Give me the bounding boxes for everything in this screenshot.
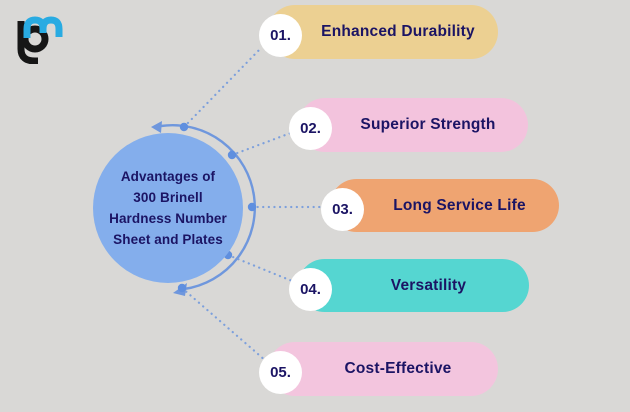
advantage-pill-3: 03. Long Service Life bbox=[321, 179, 559, 232]
advantage-label-4: Versatility bbox=[390, 276, 467, 294]
advantage-number-2: 02. bbox=[289, 107, 332, 150]
advantage-label-3: Long Service Life bbox=[393, 196, 526, 214]
hub-title-line4: Sheet and Plates bbox=[113, 232, 223, 247]
advantage-label-1: Enhanced Durability bbox=[321, 23, 475, 40]
node-3 bbox=[247, 202, 257, 212]
spoke-1 bbox=[182, 45, 264, 129]
logo-m-stroke bbox=[23, 16, 63, 38]
advantage-label-2: Superior Strength bbox=[360, 116, 496, 133]
spoke-nodes bbox=[177, 122, 257, 293]
hub-arc bbox=[160, 124, 257, 291]
advantage-pill-5: 05. Cost-Effective bbox=[259, 342, 498, 396]
hub-title-line2: 300 Brinell bbox=[133, 190, 203, 205]
hub-title-line1: Advantages of bbox=[120, 169, 216, 184]
advantage-number-3: 03. bbox=[321, 188, 364, 231]
advantage-pill-2: 02. Superior Strength bbox=[289, 98, 528, 152]
advantage-number-5: 05. bbox=[259, 351, 302, 394]
dotted-spokes bbox=[180, 45, 330, 363]
node-2 bbox=[227, 150, 237, 160]
hub-circle: Advantages of 300 Brinell Hardness Numbe… bbox=[93, 133, 243, 283]
pm-logo bbox=[17, 16, 63, 64]
hub-title: Advantages of 300 Brinell Hardness Numbe… bbox=[100, 166, 236, 250]
arc-arrow-top-icon bbox=[151, 121, 162, 133]
logo-p-stroke bbox=[17, 21, 38, 64]
spoke-4 bbox=[226, 253, 299, 285]
advantage-pill-4: 04. Versatility bbox=[289, 259, 529, 312]
node-1 bbox=[179, 122, 189, 132]
spoke-5 bbox=[180, 286, 268, 363]
hub-title-line3: Hardness Number bbox=[109, 211, 227, 226]
advantage-label-5: Cost-Effective bbox=[344, 360, 452, 377]
advantage-number-4: 04. bbox=[289, 268, 332, 311]
node-5 bbox=[177, 283, 187, 293]
advantage-number-1: 01. bbox=[259, 14, 302, 57]
advantage-pill-1: 01. Enhanced Durability bbox=[259, 5, 498, 59]
logo-p-bowl bbox=[21, 25, 49, 53]
spoke-2 bbox=[230, 129, 298, 157]
